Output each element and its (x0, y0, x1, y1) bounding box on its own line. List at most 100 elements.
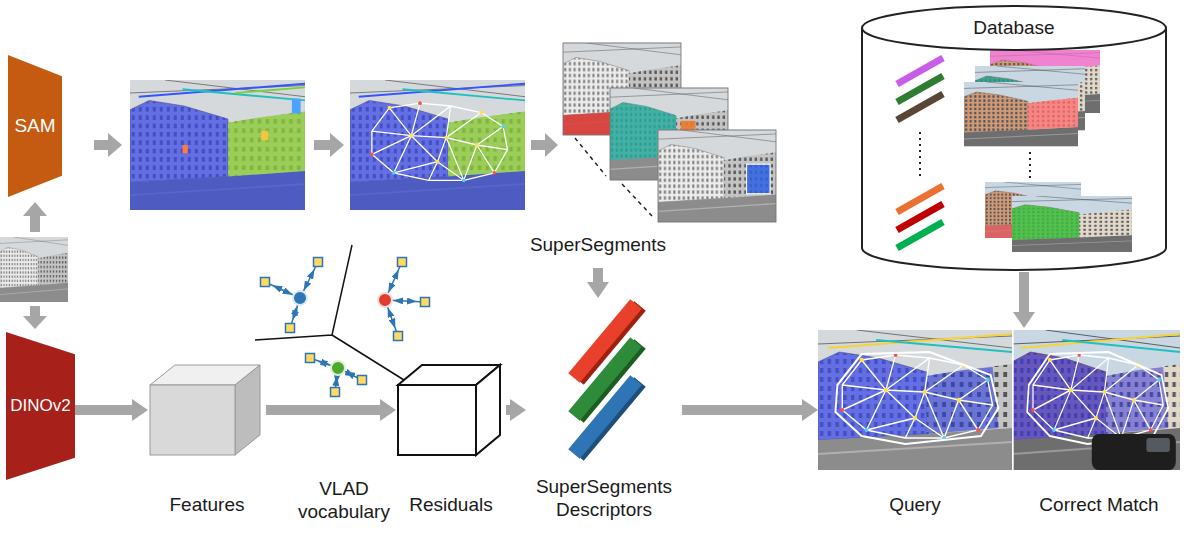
encoder-shape (6, 332, 75, 480)
segmented-image (183, 145, 188, 153)
text-holder: Query (818, 494, 1012, 517)
query-photo (876, 340, 1012, 352)
database-ellipsis (1029, 152, 1031, 178)
supersegment-stack: SuperSegments (520, 38, 782, 268)
match-photo (1027, 352, 1168, 444)
residual-cube (398, 385, 476, 455)
query-photo (835, 352, 998, 444)
node-label: SuperSegments Descriptors (526, 476, 682, 522)
flow-arrow (593, 268, 603, 282)
model-name: DINOv2 (10, 396, 70, 416)
flow-arrow (545, 133, 558, 157)
flow-arrow (75, 405, 132, 415)
query-photo (818, 330, 1012, 470)
segmented-image (235, 87, 305, 93)
feature-tensor: Features (148, 362, 266, 527)
graph-image (350, 80, 525, 210)
database-image (1012, 196, 1132, 252)
database-descriptors (897, 58, 943, 248)
cylinder-shape (860, 4, 1168, 272)
graph-image (403, 89, 526, 100)
input-image (0, 237, 68, 302)
segmented-image (130, 100, 228, 182)
descriptor-stack: SuperSegments Descriptors (526, 298, 682, 530)
model-name: SAM (14, 115, 55, 138)
flow-arrow (23, 316, 47, 329)
flow-arrow (108, 133, 122, 157)
flow-arrow (94, 140, 108, 150)
graph-image (350, 80, 525, 210)
segmented-image (139, 84, 305, 97)
query-photo (840, 353, 992, 440)
match-photo (1012, 330, 1180, 470)
segment-card (658, 130, 776, 222)
graph-image (350, 171, 525, 210)
node-label: SuperSegments (520, 234, 676, 257)
segmented-image (130, 171, 305, 210)
vlad-clusters (265, 262, 425, 392)
text-holder: Features (148, 494, 266, 517)
flow-arrow (506, 405, 510, 415)
vlad-clusters (306, 354, 315, 363)
flow-arrow (23, 202, 47, 216)
query-photo (818, 330, 1012, 470)
caption-label: VLAD vocabulary (294, 478, 394, 524)
vlad-clusters (286, 324, 295, 333)
flow-arrow (682, 405, 802, 415)
segment-card (658, 130, 776, 222)
text-holder: DINOv2 (6, 332, 75, 480)
segmented-image (130, 80, 305, 210)
text-holder: Residuals (396, 494, 506, 517)
node-label: Correct Match (1014, 494, 1184, 517)
graph-image (370, 101, 507, 182)
match-photo (1062, 340, 1180, 352)
database-descriptors (897, 94, 943, 120)
encoder-shape (8, 55, 62, 197)
vlad-clusters (261, 278, 270, 287)
query-photo (828, 334, 1012, 348)
match-photo (1146, 438, 1170, 452)
segmented-image (228, 112, 305, 177)
match-photo (1020, 334, 1180, 348)
encoder-block: DINOv2 (6, 332, 75, 480)
vlad-clusters (394, 332, 403, 341)
flow-arrow (30, 216, 40, 232)
vlad-clusters (255, 245, 430, 397)
database-image (1028, 98, 1078, 130)
descriptor-bars (574, 304, 640, 456)
residual-tensor: Residuals (396, 362, 506, 527)
segmented-image (292, 99, 301, 114)
match-photo (1012, 330, 1180, 470)
text-holder: Database (860, 17, 1168, 40)
flow-arrow (266, 405, 380, 415)
feature-cube (150, 385, 235, 455)
feature-cube (235, 365, 260, 455)
text-holder: SAM (8, 55, 62, 197)
match-photo (1012, 330, 1014, 470)
vlad-clusters (378, 293, 392, 307)
vlad-clusters (398, 258, 407, 267)
vlad-clusters (314, 258, 323, 267)
flow-arrow (330, 133, 344, 157)
text-holder: SuperSegments Descriptors (526, 476, 682, 522)
match-photo (1031, 353, 1163, 440)
match-image: Correct Match (1014, 328, 1184, 528)
database-descriptors (919, 132, 921, 178)
text-holder: SuperSegments (520, 234, 676, 257)
residual-cube (476, 365, 500, 455)
segment-card (747, 164, 771, 194)
text-holder: Correct Match (1014, 494, 1184, 517)
node-label: Query (818, 494, 1012, 517)
input-image (0, 237, 68, 302)
segmented-image (183, 89, 306, 100)
descriptor-bars (574, 380, 636, 454)
flow-arrow (314, 140, 330, 150)
node-label: Residuals (396, 494, 506, 517)
vlad-clusters (255, 245, 412, 385)
feature-cube (150, 365, 260, 455)
database-descriptors (897, 222, 943, 248)
vlad-clusters (421, 298, 430, 307)
